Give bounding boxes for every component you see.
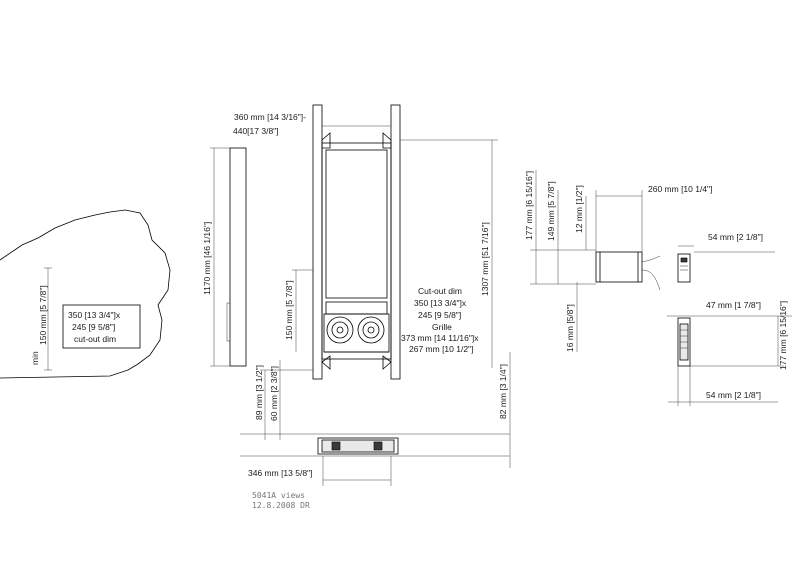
front-150-dim: 150 mm [5 7/8"] — [284, 280, 294, 340]
min-word: min — [30, 351, 40, 365]
amp-view: 177 mm [6 15/16"] 149 mm [5 7/8"] 12 mm … — [524, 170, 792, 406]
amp-177-dim: 177 mm [6 15/16"] — [524, 171, 534, 240]
front-89-dim: 89 mm [3 1/2"] — [254, 365, 264, 420]
cutout-label-3: cut-out dim — [74, 334, 116, 344]
woofer-left — [326, 316, 354, 344]
front-82-dim: 82 mm [3 1/4"] — [498, 364, 508, 419]
front-enclosure — [321, 142, 392, 360]
wall-outline — [0, 209, 171, 379]
amp-54-bottom-dim: 54 mm [2 1/8"] — [706, 390, 761, 400]
front-60-dim: 60 mm [2 3/8"] — [269, 366, 279, 421]
min-dim-label: min — [30, 351, 40, 365]
amp-12-dim: 12 mm [1/2"] — [574, 185, 584, 233]
amp-149-dim: 149 mm [5 7/8"] — [546, 181, 556, 241]
cutout-label-2: 245 [9 5/8"] — [72, 322, 115, 332]
top-body — [317, 437, 399, 455]
signature-block: 5041A views 12.8.2008 DR — [252, 491, 310, 510]
amp-260-dim: 260 mm [10 1/4"] — [648, 184, 712, 194]
side-panel — [229, 147, 247, 367]
front-height-dim: 1307 mm [51 7/16"] — [480, 222, 490, 296]
front-width-dim-2: 440[17 3/8"] — [233, 126, 279, 136]
front-width-dim-1: 360 mm [14 3/16"]- — [234, 112, 306, 122]
signature-line-1: 5041A views — [252, 491, 305, 500]
min-dim-value: 150 mm [5 7/8"] — [38, 285, 48, 345]
woofer-right — [357, 316, 385, 344]
amp-16-dim: 16 mm [5/8"] — [565, 304, 575, 352]
amp-47-dim: 47 mm [1 7/8"] — [706, 300, 761, 310]
signature-line-2: 12.8.2008 DR — [252, 501, 310, 510]
cutout-rect — [62, 304, 141, 349]
front-cutout-1: Cut-out dim — [418, 286, 462, 296]
cutout-label-1: 350 [13 3/4"]x — [68, 310, 121, 320]
front-cutout-4: Grille — [432, 322, 452, 332]
front-view: 360 mm [14 3/16"]- 440[17 3/8"] 1307 mm … — [233, 104, 511, 468]
front-cutout-3: 245 [9 5/8"] — [418, 310, 461, 320]
wall-view: min 150 mm [5 7/8"] 350 [13 3/4"]x 245 [… — [0, 209, 171, 379]
amp-54-top-dim: 54 mm [2 1/8"] — [708, 232, 763, 242]
amp-module — [677, 317, 691, 367]
front-cutout-6: 267 mm [10 1/2"] — [409, 344, 473, 354]
front-cutout-2: 350 [13 3/4"]x — [414, 298, 467, 308]
front-right-strip — [390, 104, 401, 380]
top-view: 346 mm [13 5/8"] — [240, 433, 510, 486]
amp-body — [595, 251, 643, 283]
side-view: 1170 mm [46 1/16"] — [202, 147, 247, 367]
front-panel — [325, 149, 388, 299]
front-cutout-5: 373 mm [14 11/16"]x — [401, 333, 479, 343]
amp-177-right-dim: 177 mm [6 15/16"] — [778, 301, 788, 370]
front-left-strip — [312, 104, 323, 380]
amp-end-view — [677, 253, 691, 283]
side-height-dim: 1170 mm [46 1/16"] — [202, 222, 212, 295]
top-width-dim: 346 mm [13 5/8"] — [248, 468, 312, 478]
